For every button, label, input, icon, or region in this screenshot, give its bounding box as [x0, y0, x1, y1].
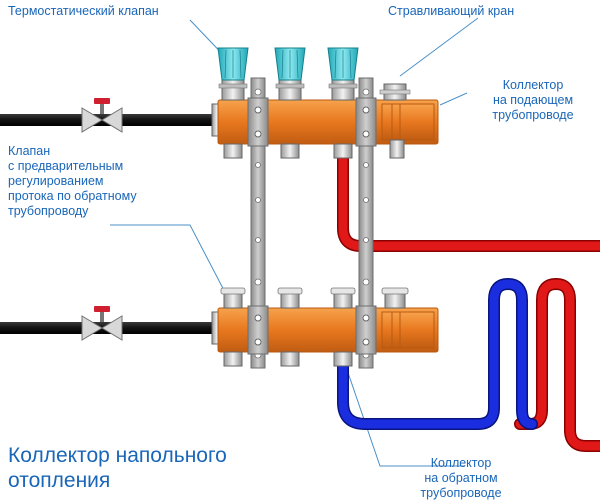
label-return-collector-line-2: на обратном: [424, 471, 498, 485]
leader-supply-collector: [439, 92, 468, 106]
thermostatic-head-icon: [217, 47, 359, 101]
mounting-bracket: [250, 77, 374, 369]
label-supply-collector-line-1: Коллектор: [502, 78, 564, 92]
label-return-valve-line-4: протока по обратному: [8, 189, 137, 203]
label-return-collector: Коллектор на обратном трубопроводе: [398, 456, 524, 500]
supply-loop-pipe: [337, 154, 600, 452]
label-return-valve-line-3: регулированием: [8, 174, 104, 188]
diagram-title: Коллектор напольного отопления: [8, 443, 227, 493]
diagram-title-line-2: отопления: [8, 469, 111, 492]
diagram-title-line-1: Коллектор напольного: [8, 444, 227, 467]
pipe-fitting-icon: [223, 351, 353, 367]
gate-valve-icon: [81, 306, 123, 341]
label-bleed-valve-text: Стравливающий кран: [388, 4, 515, 18]
label-thermostatic-valve: Термостатический клапан: [8, 4, 159, 19]
label-return-collector-line-3: трубопроводе: [420, 486, 502, 500]
label-supply-collector: Коллектор на подающем трубопроводе: [470, 78, 596, 123]
label-return-balancing-valve: Клапан с предварительным регулированием …: [8, 144, 137, 219]
supply-manifold: [211, 97, 439, 159]
bleed-valve-icon: [379, 83, 411, 159]
label-supply-collector-line-3: трубопроводе: [492, 108, 574, 122]
label-return-valve-line-2: с предварительным: [8, 159, 124, 173]
return-manifold: [211, 287, 439, 367]
label-bleed-valve: Стравливающий кран: [388, 4, 514, 19]
pipe-fitting-icon: [223, 143, 353, 159]
label-return-valve-line-5: трубопроводу: [8, 204, 89, 218]
gate-valve-icon: [81, 98, 123, 133]
label-return-valve-line-1: Клапан: [8, 144, 51, 158]
label-supply-collector-line-2: на подающем: [492, 93, 574, 107]
label-return-collector-line-1: Коллектор: [430, 456, 492, 470]
leader-bleed: [399, 17, 479, 77]
leader-lines: [110, 17, 479, 467]
leader-return-collector: [342, 357, 465, 467]
leader-return-valve: [110, 224, 229, 299]
pipe-fitting-icon: [220, 287, 409, 309]
label-thermostatic-valve-text: Термостатический клапан: [8, 4, 159, 18]
return-loop-pipe: [337, 278, 538, 430]
